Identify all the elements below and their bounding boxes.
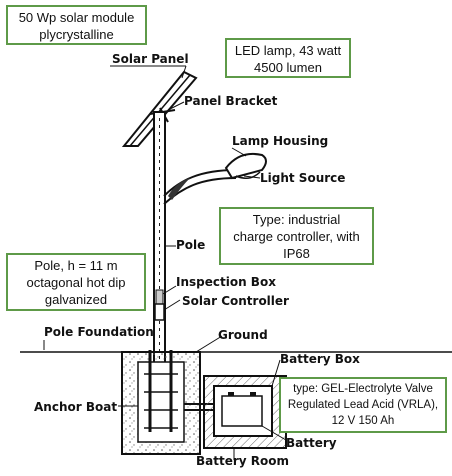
label-pole: Pole	[176, 238, 206, 252]
label-lamp-housing: Lamp Housing	[232, 134, 329, 148]
callout-battery: type: GEL-Electrolyte Valve Regulated Le…	[279, 377, 447, 433]
callout-pole-line-3: galvanized	[44, 292, 108, 307]
label-inspection-box: Inspection Box	[176, 275, 276, 289]
callout-pole: Pole, h = 11 m octagonal hot dip galvani…	[6, 253, 146, 311]
solar-controller	[154, 303, 165, 321]
lamp-housing	[224, 152, 267, 180]
label-panel-bracket: Panel Bracket	[184, 94, 278, 108]
callout-led-lamp-line-1: LED lamp, 43 watt	[234, 43, 342, 58]
callout-controller-line-1: Type: industrial	[252, 212, 341, 227]
leader-lines	[43, 65, 287, 460]
label-solar-controller: Solar Controller	[182, 294, 289, 308]
callout-led-lamp: LED lamp, 43 watt 4500 lumen	[225, 38, 351, 78]
anchor-bolts	[144, 350, 178, 432]
label-battery-room: Battery Room	[196, 454, 290, 468]
callout-battery-line-1: type: GEL-Electrolyte Valve	[293, 383, 433, 395]
callout-solar-module-line-2: plycrystalline	[39, 27, 114, 42]
callout-pole-line-2: octagonal hot dip	[26, 275, 126, 290]
callout-battery-line-2: Regulated Lead Acid (VRLA),	[287, 399, 439, 411]
callout-battery-line-3: 12 V 150 Ah	[331, 415, 395, 427]
label-battery: Battery	[286, 436, 337, 450]
label-solar-panel: Solar Panel	[112, 52, 189, 66]
callout-pole-line-1: Pole, h = 11 m	[34, 258, 118, 273]
label-light-source: Light Source	[260, 171, 346, 185]
callout-led-lamp-line-2: 4500 lumen	[254, 60, 322, 75]
callout-controller-line-3: IP68	[283, 246, 310, 261]
lamp-arm	[163, 169, 237, 205]
callout-controller: Type: industrial charge controller, with…	[219, 207, 374, 265]
label-battery-box: Battery Box	[280, 352, 360, 366]
callout-solar-module-line-1: 50 Wp solar module	[18, 10, 135, 25]
pole	[153, 111, 166, 369]
callout-controller-line-2: charge controller, with	[233, 229, 360, 244]
label-anchor-boat: Anchor Boat	[34, 400, 118, 414]
callout-solar-module: 50 Wp solar module plycrystalline	[6, 5, 147, 45]
label-ground: Ground	[218, 328, 268, 342]
battery	[221, 392, 263, 427]
label-pole-foundation: Pole Foundation	[44, 325, 154, 339]
